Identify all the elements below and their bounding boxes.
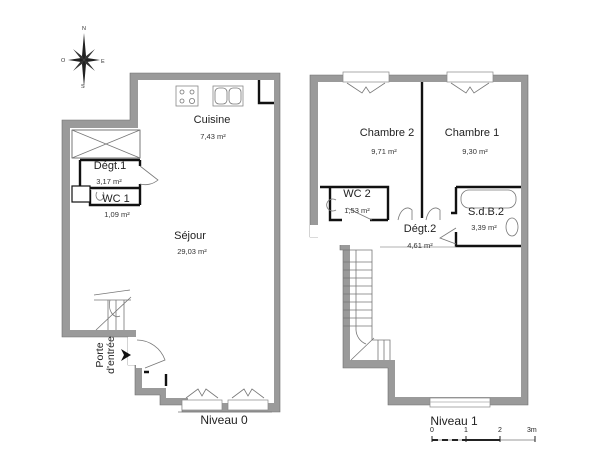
level-1-label: Niveau 1 <box>430 414 478 428</box>
scale-tick-2: 2 <box>498 427 502 434</box>
room-name-sdb2: S.d.B.2 <box>467 206 505 218</box>
room-area-degt2: 4,61 m² <box>407 241 433 250</box>
scale-tick-3: 3m <box>527 427 537 434</box>
compass-rose-icon <box>68 33 100 87</box>
room-area-chambre2: 9,71 m² <box>371 147 397 156</box>
scale-bar <box>431 436 536 442</box>
compass-east: E <box>101 59 105 65</box>
scale-tick-1: 1 <box>464 427 468 434</box>
room-area-wc2: 1,53 m² <box>344 206 370 215</box>
staircase-level-1 <box>343 249 391 361</box>
room-name-wc1: WC 1 <box>102 193 130 205</box>
room-name-degt1: Dégt.1 <box>93 160 127 172</box>
scale-tick-0: 0 <box>430 427 434 434</box>
room-name-chambre1: Chambre 1 <box>444 127 500 139</box>
room-name-degt2: Dégt.2 <box>403 223 437 235</box>
room-area-sejour: 29,03 m² <box>177 247 207 256</box>
room-area-wc1: 1,09 m² <box>104 210 130 219</box>
level-0-plan <box>61 72 281 413</box>
room-area-chambre1: 9,30 m² <box>462 147 488 156</box>
level-0-label: Niveau 0 <box>200 413 248 427</box>
compass-west: O <box>61 58 66 64</box>
room-name-cuisine: Cuisine <box>193 114 231 126</box>
entrance-label: Porte d'entrée <box>94 336 117 374</box>
room-area-sdb2: 3,39 m² <box>471 223 497 232</box>
room-name-wc2: WC 2 <box>343 188 371 200</box>
room-name-chambre2: Chambre 2 <box>359 127 415 139</box>
room-area-cuisine: 7,43 m² <box>200 132 226 141</box>
room-name-sejour: Séjour <box>174 230 206 242</box>
compass-south: S <box>81 84 85 90</box>
room-area-degt1: 3,17 m² <box>96 177 122 186</box>
level-1-plan <box>309 71 529 408</box>
arrow-right-icon <box>121 349 131 361</box>
compass-north: N <box>82 26 86 32</box>
